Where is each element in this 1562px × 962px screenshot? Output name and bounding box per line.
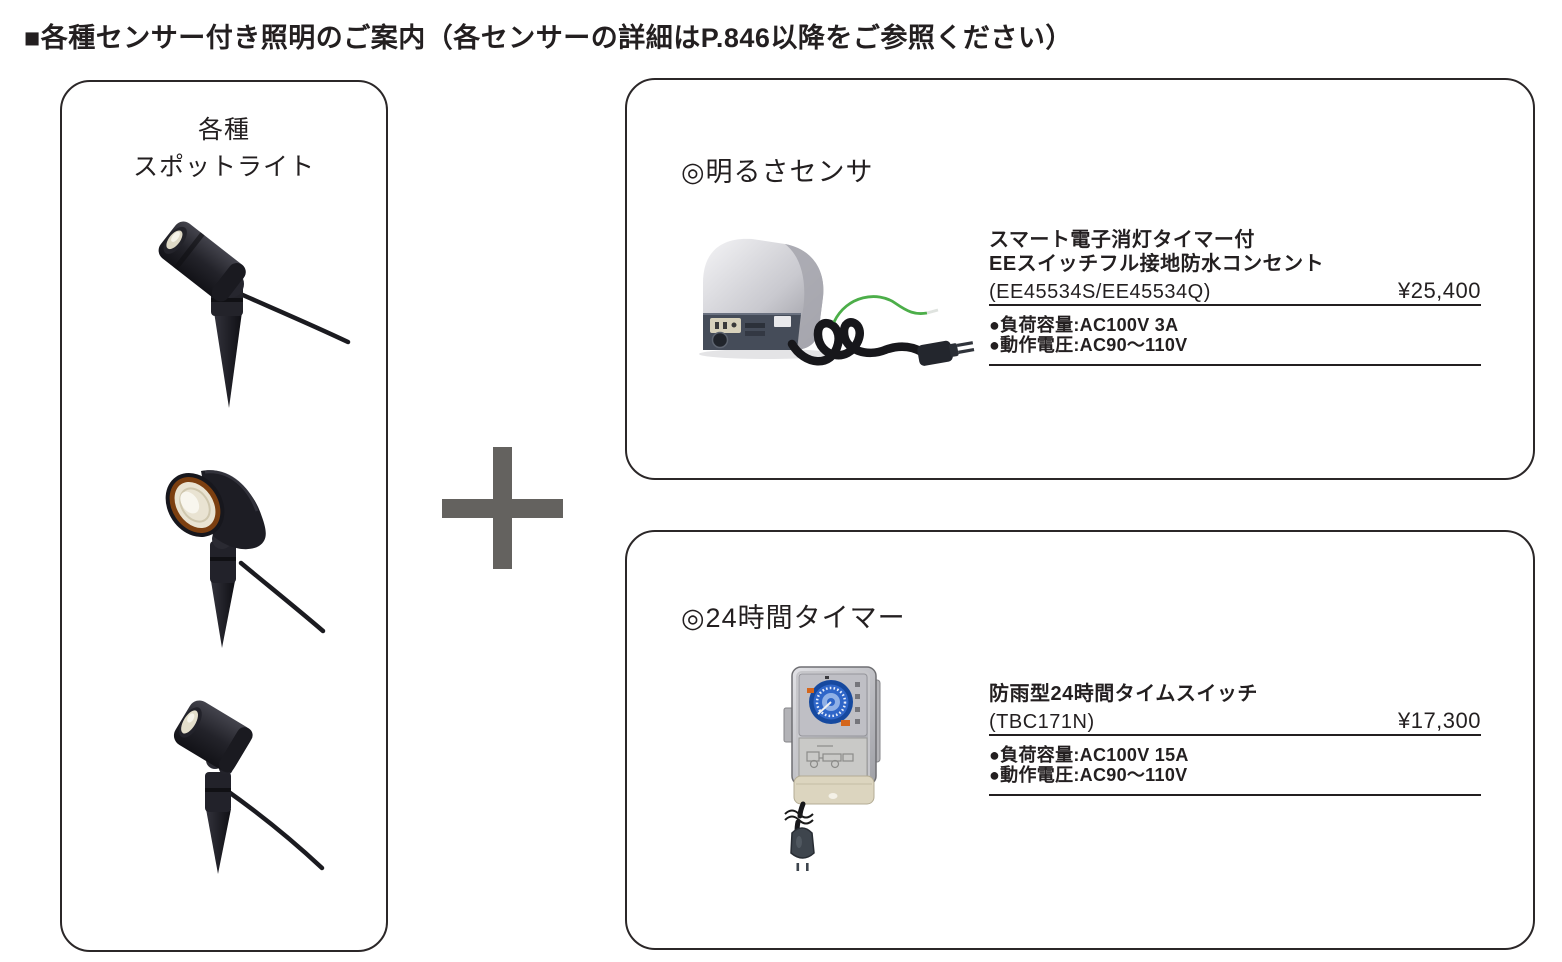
- section-heading: ◎24時間タイマー: [681, 603, 906, 633]
- product-price: ¥25,400: [1397, 278, 1481, 303]
- panel-label-line1: 各種: [197, 116, 250, 144]
- page-title: ■各種センサー付き照明のご案内（各センサーの詳細はP.846以降をご参照ください…: [24, 23, 1073, 53]
- product-name-line1: 防雨型24時間タイムスイッチ: [989, 683, 1258, 705]
- spec-line: ●動作電圧:AC90～110V: [989, 765, 1188, 785]
- divider: [989, 734, 1481, 736]
- divider: [989, 364, 1481, 366]
- plus-icon: [442, 447, 563, 569]
- product-info: スマート電子消灯タイマー付 EEスイッチフル接地防水コンセント (EE45534…: [989, 228, 1481, 366]
- divider: [989, 304, 1481, 306]
- divider: [989, 794, 1481, 796]
- spec-line: ●負荷容量:AC100V 15A: [989, 745, 1189, 765]
- section-heading: ◎明るさセンサ: [681, 157, 874, 187]
- section-24h-timer: ◎24時間タイマー: [625, 530, 1535, 950]
- spotlight-round-photo: [173, 700, 325, 874]
- spec-line: ●負荷容量:AC100V 3A: [989, 315, 1179, 335]
- spotlight-panel-label: 各種 スポットライト: [62, 112, 386, 186]
- product-model: (TBC171N): [989, 711, 1095, 733]
- product-name-line1: スマート電子消灯タイマー付: [989, 229, 1255, 251]
- section-brightness-sensor: ◎明るさセンサ: [625, 78, 1535, 480]
- product-info: 防雨型24時間タイムスイッチ (TBC171N) ¥17,300 ●負荷容量:A…: [989, 682, 1481, 796]
- spotlight-panel: 各種 スポットライト: [60, 80, 388, 952]
- product-price: ¥17,300: [1397, 708, 1481, 733]
- product-model: (EE45534S/EE45534Q): [989, 281, 1211, 303]
- time-switch-photo: [783, 666, 881, 871]
- ee-outlet-photo: [699, 238, 975, 366]
- spotlight-flood-photo: [165, 470, 326, 648]
- panel-label-line2: スポットライト: [132, 153, 315, 181]
- spotlight-narrow-photo: [158, 221, 351, 408]
- spec-line: ●動作電圧:AC90～110V: [989, 335, 1188, 355]
- product-name-line2: EEスイッチフル接地防水コンセント: [989, 253, 1325, 275]
